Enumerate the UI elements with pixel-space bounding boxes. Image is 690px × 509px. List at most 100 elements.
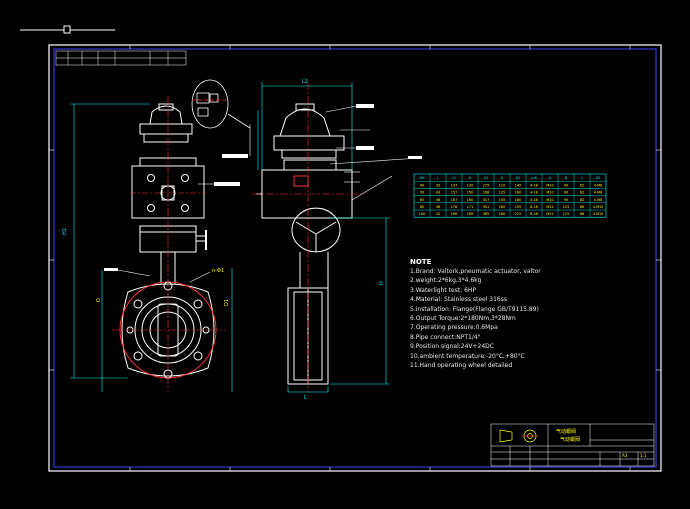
projection-symbol-icon [499,429,538,443]
table-cell: 40 [420,183,424,187]
note-item: 10.ambient temperature:-20°C,+80°C [410,352,525,360]
table-cell: 160 [467,198,473,202]
table-cell: 125 [563,212,569,216]
table-cell: 125 [563,205,569,209]
table-cell: 178 [451,205,457,209]
title-block-sheet: A3 [622,453,628,458]
dim-top-width: L2 [302,79,308,85]
table-cell: 110 [499,183,505,187]
table-cell: 43 [436,191,440,195]
table-header-cell: L1 [452,176,456,180]
dim-flange-left: D [96,298,102,302]
table-cell: 46 [436,198,440,202]
revision-table [55,50,187,66]
table-cell: 160 [515,191,521,195]
table-cell: 351 [483,205,489,209]
front-view [112,96,226,392]
table-header-cell: DN [419,176,425,180]
table-cell: 80 [420,205,424,209]
table-cell: 90 [564,198,568,202]
table-cell: 4-M8 [594,198,602,202]
note-item: 5.installation: Flange(Flange GB/T9115.8… [410,305,539,313]
table-cell: 4-M8 [594,191,602,195]
table-cell: 215 [515,212,521,216]
table-cell: 4-M8 [594,183,602,187]
table-cell: 195 [515,205,521,209]
table-cell: 50 [420,191,424,195]
table-cell: 180 [499,212,505,216]
horizontal-slider[interactable] [20,25,115,34]
table-header-cell: L [437,176,439,180]
note-item: 3.Waterlight test: 6HP [410,286,477,294]
notes-title: NOTE [410,258,432,266]
table-cell: 275 [483,183,489,187]
notes-list: 1.Brand: Valtork,pneumatic actuator, val… [410,267,541,370]
table-cell: 52 [436,212,440,216]
table-cell: 86 [580,212,584,216]
inner-frame [53,48,657,468]
title-block-name: 气动蛝阀 [556,429,577,435]
callout-bolts: n-Φ1 [212,268,224,274]
note-item: 6.Output Torque:2*180Nm,3*28Nm [410,315,516,323]
table-cell: 8-18 [530,212,538,216]
table-cell: 298 [483,191,489,195]
table-cell: M12 [546,212,553,216]
title-block-scale: 1:1 [640,453,647,458]
table-cell: 145 [499,198,505,202]
note-item: 9.Position signal:24V+24DC [410,343,494,351]
table-cell: M12 [546,205,553,209]
table-cell: 180 [515,198,521,202]
side-view [252,82,362,392]
note-item: 11.Hand operating wheel detailed [410,362,513,370]
table-cell: 317 [483,198,489,202]
table-cell: 150 [467,191,473,195]
note-item: 2.weight:2*6kg,3*4.6kg [410,277,482,285]
table-cell: 4-M10 [593,212,604,216]
table-cell: 130 [467,183,473,187]
dim-flange-right: D1 [224,299,230,306]
table-cell: 4-18 [530,183,538,187]
table-cell: 171 [467,205,473,209]
table-cell: 4-18 [530,198,538,202]
table-cell: 137 [451,183,457,187]
table-header-cell: A [549,176,552,180]
note-item: 1.Brand: Valtork,pneumatic actuator, val… [410,268,541,275]
table-cell: 65 [420,198,424,202]
table-cell: 90 [564,183,568,187]
table-header-cell: C [581,176,584,180]
table-cell: 46 [436,205,440,209]
table-cell: 385 [483,212,489,216]
table-header-cell: n-Φ [531,176,537,180]
title-block [490,423,655,467]
table-cell: 196 [451,212,457,216]
table-cell: 62 [580,198,584,202]
table-cell: 8-18 [530,205,538,209]
table-cell: M10 [546,183,553,187]
table-cell: 167 [451,198,457,202]
side-dimensions [257,82,390,393]
front-callouts [104,182,240,283]
note-item: 7.Operating pressure:0.6Mpa [410,324,498,332]
table-header-cell: B [565,176,568,180]
table-cell: M10 [546,191,553,195]
note-item: 8.Pipe connect:NPT1/4" [410,333,481,341]
table-cell: 4-M10 [593,205,604,209]
table-cell: 100 [419,212,425,216]
table-header-cell: D2 [596,176,601,180]
table-cell: 62 [580,183,584,187]
table-header-cell: D1 [516,176,521,180]
table-cell: 4-18 [530,191,538,195]
table-cell: 90 [564,191,568,195]
table-cell: 189 [467,212,473,216]
detail-bubble [191,79,251,129]
table-cell: 33 [436,183,440,187]
table-cell: 62 [580,191,584,195]
table-cell: 145 [515,183,521,187]
table-header-cell: D [501,176,504,180]
table-header-cell: H1 [484,176,489,180]
table-cell: 157 [451,191,457,195]
frame-ticks [49,45,661,471]
title-block-name-2: 气动蛝阀 [560,437,581,443]
